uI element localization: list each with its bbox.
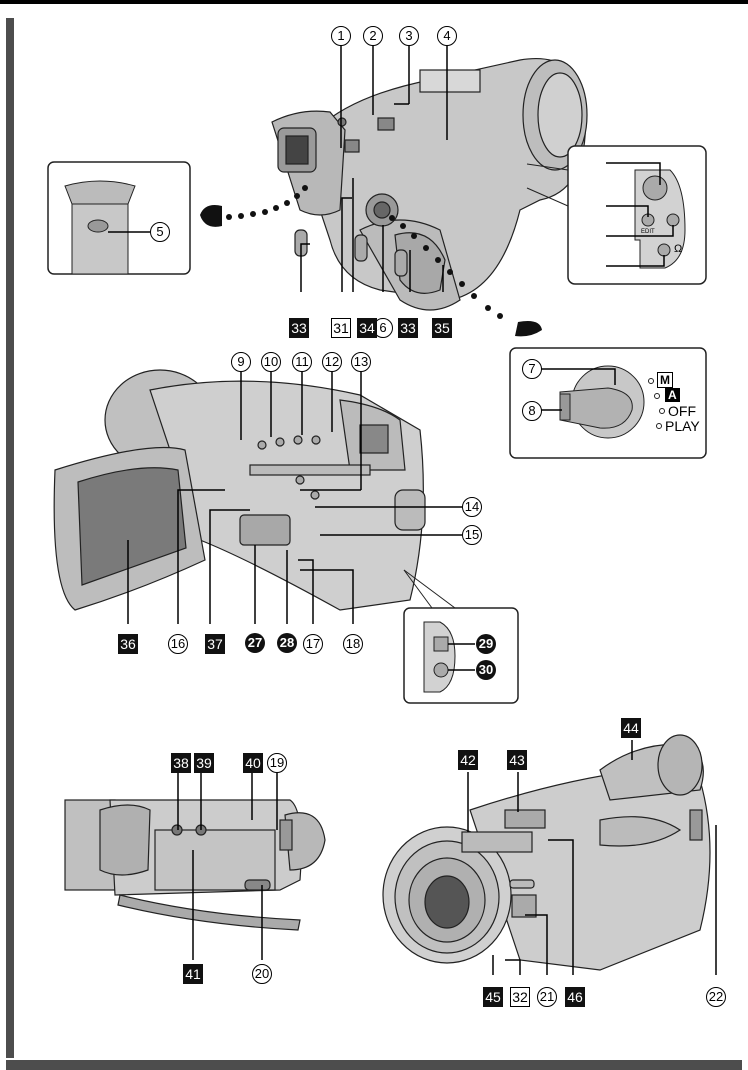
callout-13: 13 [351,352,371,372]
callout-33-right: 33 [398,318,418,338]
callout-32: 32 [510,987,530,1007]
viewfinder-inset [48,162,190,274]
callout-17: 17 [303,634,323,654]
callout-39: 39 [194,753,214,773]
callout-31: 31 [331,318,351,338]
camcorder-lcd-view [54,370,425,610]
callout-22: 22 [706,987,726,1007]
edit-jack-label: EDIT [641,229,655,235]
callout-45: 45 [483,987,503,1007]
callout-40: 40 [243,753,263,773]
mode-off-label: OFF [668,403,696,419]
mode-manual-label: M [657,372,673,388]
callout-30: 30 [476,660,496,680]
callout-12: 12 [322,352,342,372]
callout-18: 18 [343,634,363,654]
callout-16: 16 [168,634,188,654]
callout-43: 43 [507,750,527,770]
callout-38: 38 [171,753,191,773]
callout-46: 46 [565,987,585,1007]
callout-36: 36 [118,634,138,654]
callout-21: 21 [537,987,557,1007]
callout-34: 34 [357,318,377,338]
callout-28: 28 [277,633,297,653]
callout-29: 29 [476,634,496,654]
dotted-pointer-left [200,185,308,227]
callout-41: 41 [183,964,203,984]
callout-3: 3 [399,26,419,46]
av-jack-inset [404,570,518,703]
callout-9: 9 [231,352,251,372]
callout-44: 44 [621,718,641,738]
callout-8: 8 [522,401,542,421]
callout-1: 1 [331,26,351,46]
callout-14: 14 [462,497,482,517]
callout-4: 4 [437,26,457,46]
mode-play-label: PLAY [665,418,700,434]
mode-auto-label: A [665,388,680,402]
callout-7: 7 [522,359,542,379]
callout-10: 10 [261,352,281,372]
callout-2: 2 [363,26,383,46]
camcorder-side-view [65,800,325,930]
camcorder-top-view [272,59,587,310]
callout-27: 27 [245,633,265,653]
callout-5: 5 [150,222,170,242]
callout-33-left: 33 [289,318,309,338]
callout-20: 20 [252,964,272,984]
callout-15: 15 [462,525,482,545]
callout-37: 37 [205,634,225,654]
callout-11: 11 [292,352,312,372]
callout-42: 42 [458,750,478,770]
headphone-symbol: Ω [674,243,682,255]
callout-35: 35 [432,318,452,338]
callout-19: 19 [267,753,287,773]
